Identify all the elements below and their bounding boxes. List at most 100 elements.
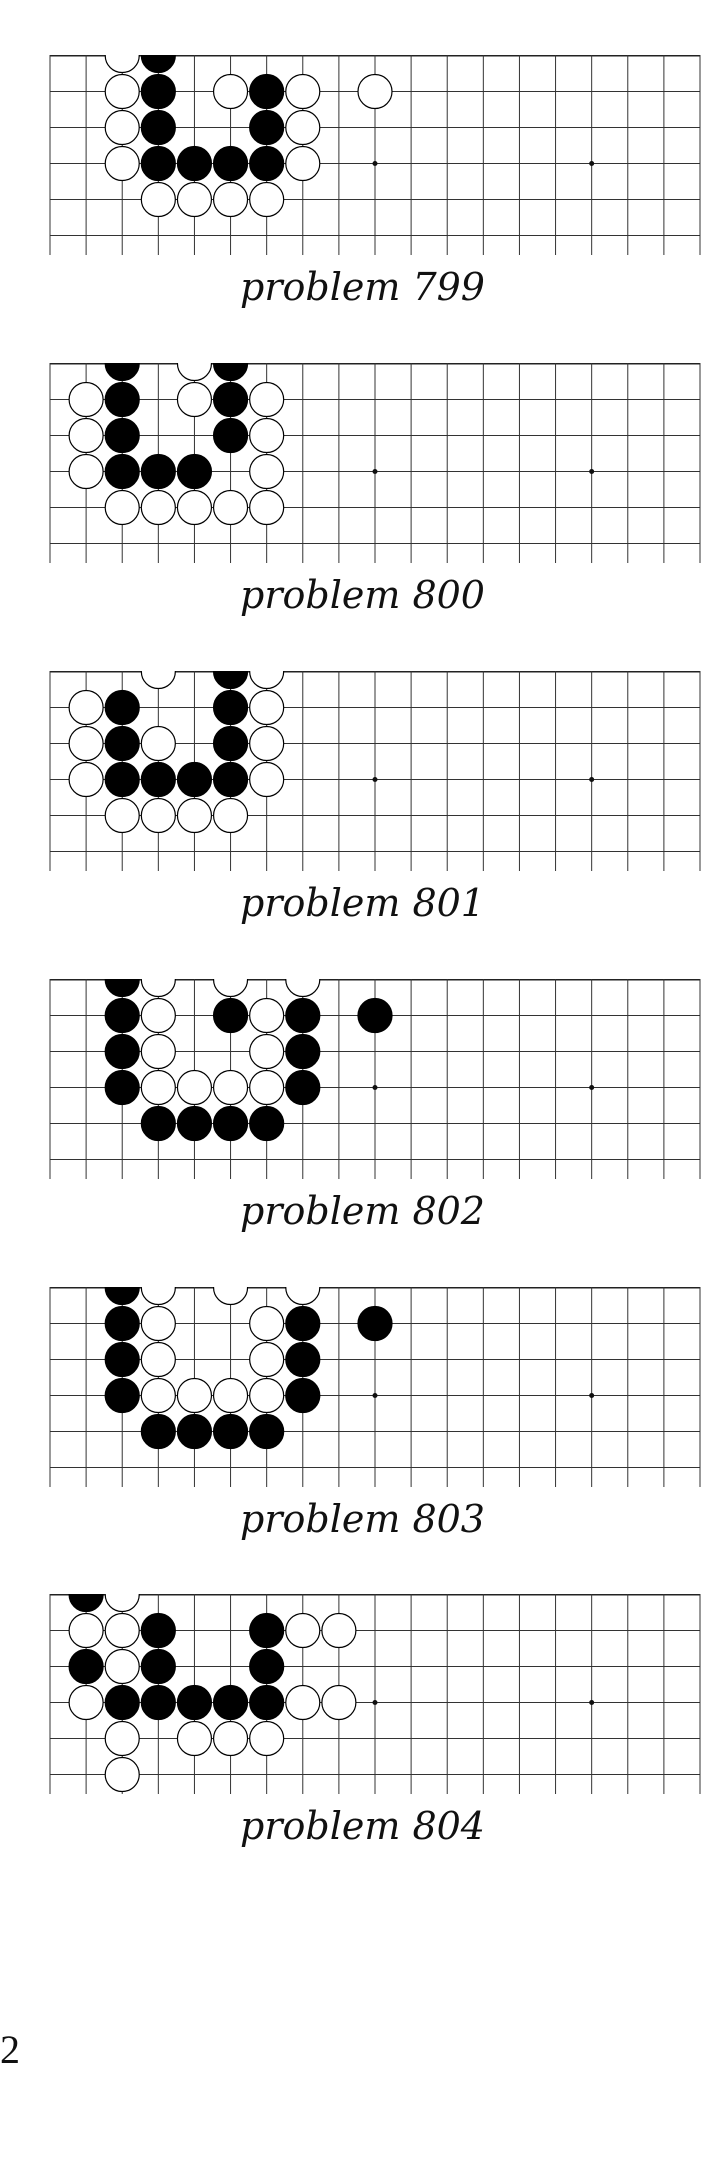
white-stone <box>104 1720 140 1757</box>
black-stone <box>176 1105 213 1142</box>
white-stone <box>68 761 104 798</box>
white-stone <box>212 1720 249 1757</box>
white-stone <box>176 1720 213 1757</box>
star-point <box>589 161 595 166</box>
black-stone <box>104 363 140 382</box>
white-stone <box>249 725 285 762</box>
white-stone <box>249 997 285 1034</box>
black-stone <box>212 725 249 762</box>
white-stone <box>212 181 249 218</box>
white-stone <box>140 489 176 526</box>
white-stone <box>249 453 285 490</box>
star-point <box>372 1700 378 1705</box>
white-stone <box>249 689 285 726</box>
black-stone <box>104 1684 140 1721</box>
black-stone <box>104 1287 140 1306</box>
white-stone <box>285 1612 321 1649</box>
black-stone <box>212 417 249 454</box>
white-stone <box>68 381 104 418</box>
white-stone <box>68 725 104 762</box>
white-stone <box>140 1287 176 1306</box>
go-board <box>49 363 701 563</box>
black-stone <box>104 381 140 418</box>
star-point <box>372 1393 378 1398</box>
go-board <box>49 1594 701 1794</box>
white-stone <box>212 797 249 834</box>
white-stone <box>249 761 285 798</box>
black-stone <box>249 145 285 182</box>
black-stone <box>249 1413 285 1450</box>
white-stone <box>140 1341 176 1378</box>
black-stone <box>212 1105 249 1142</box>
white-stone <box>249 181 285 218</box>
go-diagram <box>0 1287 725 1487</box>
white-stone <box>140 1305 176 1342</box>
white-stone <box>212 1069 249 1106</box>
white-stone <box>176 1377 213 1414</box>
problem-caption: problem 803 <box>240 1497 485 1541</box>
white-stone <box>140 1377 176 1414</box>
white-stone <box>285 1684 321 1721</box>
white-stone <box>285 979 321 998</box>
white-stone <box>68 1684 104 1721</box>
black-stone <box>140 1684 176 1721</box>
white-stone <box>140 725 176 762</box>
black-stone <box>285 1069 321 1106</box>
white-stone <box>140 1069 176 1106</box>
white-stone <box>104 109 140 146</box>
white-stone <box>285 109 321 146</box>
white-stone <box>140 979 176 998</box>
black-stone <box>104 1305 140 1342</box>
go-board <box>49 671 701 871</box>
white-stone <box>212 1287 249 1306</box>
black-stone <box>176 1684 213 1721</box>
white-stone <box>104 1756 140 1793</box>
white-stone <box>68 417 104 454</box>
black-stone <box>104 725 140 762</box>
white-stone <box>212 1377 249 1414</box>
white-stone <box>176 181 213 218</box>
white-stone <box>249 489 285 526</box>
star-point <box>589 1085 595 1090</box>
white-stone <box>249 1341 285 1378</box>
white-stone <box>104 489 140 526</box>
black-stone <box>212 1684 249 1721</box>
black-stone <box>140 55 176 74</box>
black-stone <box>212 671 249 690</box>
white-stone <box>140 671 176 690</box>
white-stone <box>104 1648 140 1685</box>
white-stone <box>176 1069 213 1106</box>
white-stone <box>285 1287 321 1306</box>
black-stone <box>104 997 140 1034</box>
star-point <box>372 1085 378 1090</box>
black-stone <box>249 1684 285 1721</box>
black-stone <box>140 1413 176 1450</box>
white-stone <box>321 1612 357 1649</box>
black-stone <box>285 1377 321 1414</box>
problem-caption: problem 801 <box>240 881 485 925</box>
white-stone <box>68 1612 104 1649</box>
black-stone <box>285 997 321 1034</box>
black-stone <box>140 109 176 146</box>
white-stone <box>140 181 176 218</box>
go-board <box>49 1287 701 1487</box>
white-stone <box>176 381 213 418</box>
white-stone <box>140 797 176 834</box>
page-number: 2 <box>0 2027 20 2072</box>
black-stone <box>212 363 249 382</box>
go-board <box>49 979 701 1179</box>
white-stone <box>249 381 285 418</box>
black-stone <box>212 997 249 1034</box>
problem-caption: problem 800 <box>240 573 485 617</box>
black-stone <box>140 145 176 182</box>
black-stone <box>249 1612 285 1649</box>
black-stone <box>212 381 249 418</box>
go-board <box>49 55 701 255</box>
white-stone <box>140 997 176 1034</box>
black-stone <box>104 1377 140 1414</box>
go-diagram <box>0 55 725 255</box>
black-stone <box>249 109 285 146</box>
white-stone <box>249 1069 285 1106</box>
black-stone <box>104 979 140 998</box>
black-stone <box>104 453 140 490</box>
